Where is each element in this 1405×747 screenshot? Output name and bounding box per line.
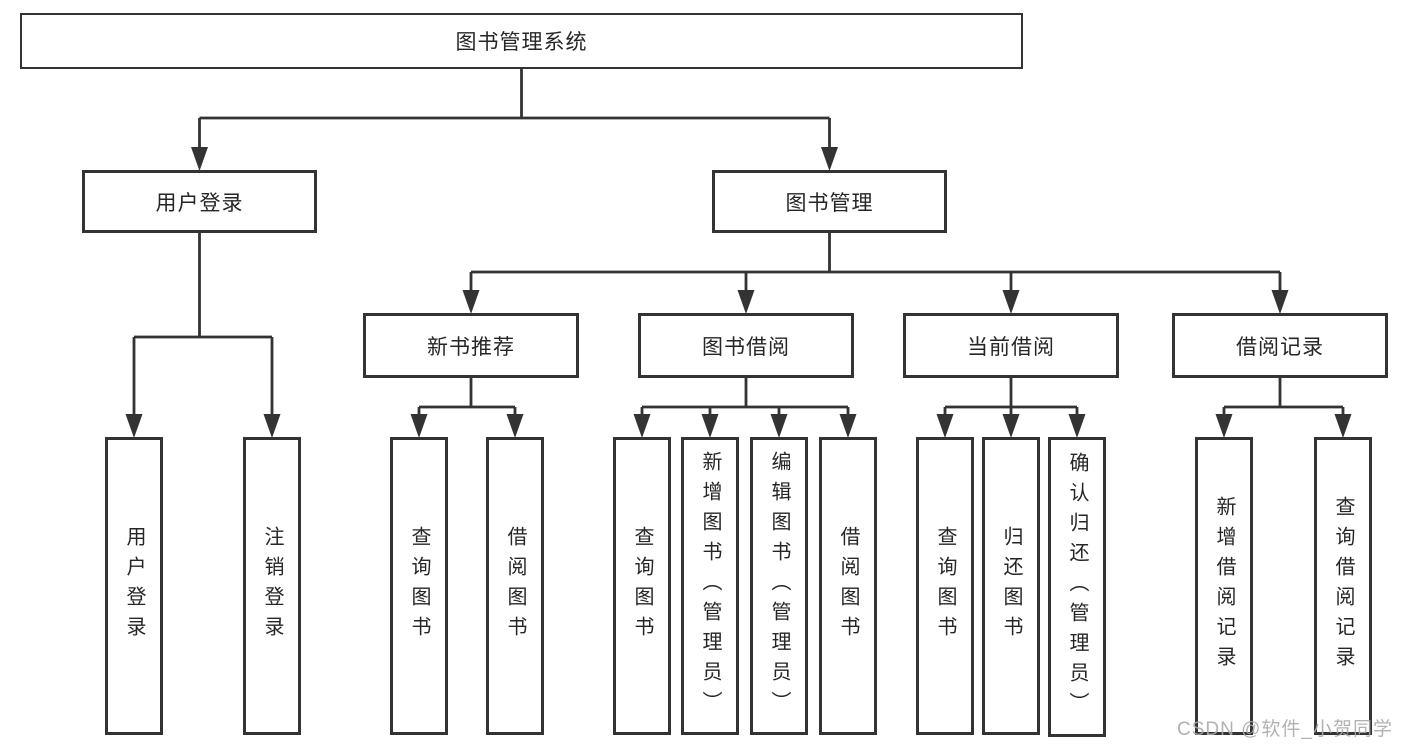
node-label: 归还图书 [1000, 526, 1022, 646]
arrowhead-down-icon [770, 414, 788, 438]
node-label: 用户登录 [123, 526, 145, 646]
arrowhead-down-icon [462, 290, 480, 314]
leaf-return-book: 归还图书 [982, 437, 1040, 735]
node-label: 用户登录 [155, 191, 244, 215]
arrowhead-down-icon [1334, 414, 1352, 438]
arrowhead-down-icon [821, 147, 838, 171]
arrowhead-down-icon [936, 414, 954, 438]
node-label: 图书管理 [785, 191, 874, 215]
watermark: CSDN @软件_小贺同学 [1177, 719, 1393, 740]
node-label: 编辑图书（管理员） [768, 451, 790, 721]
arrowhead-down-icon [839, 414, 857, 438]
arrowhead-down-icon [1271, 290, 1289, 314]
node-label: 查询图书 [408, 526, 430, 646]
node-current-borrowing: 当前借阅 [903, 313, 1119, 378]
leaf-edit-book-admin: 编辑图书（管理员） [750, 437, 808, 735]
node-borrowing-records: 借阅记录 [1172, 313, 1388, 378]
leaf-confirm-return-admin: 确认归还（管理员） [1048, 437, 1106, 737]
node-label: 注销登录 [261, 526, 283, 646]
arrowhead-down-icon [1002, 290, 1020, 314]
node-label: 查询图书 [631, 526, 653, 646]
leaf-query-borrow-record: 查询借阅记录 [1314, 437, 1372, 735]
node-label: 查询图书 [934, 526, 956, 646]
arrowhead-down-icon [1068, 414, 1086, 438]
node-label: 借阅记录 [1236, 335, 1324, 359]
node-label: 图书管理系统 [455, 31, 588, 54]
connector-path [132, 69, 1345, 420]
leaf-add-book-admin: 新增图书（管理员） [681, 437, 739, 735]
node-label: 当前借阅 [967, 335, 1055, 359]
leaf-logout-login: 注销登录 [243, 437, 301, 735]
node-label: 新书推荐 [427, 335, 515, 359]
node-book-management: 图书管理 [712, 170, 947, 233]
arrowhead-down-icon [506, 414, 524, 438]
node-new-book-recommendation: 新书推荐 [363, 313, 579, 378]
arrowhead-down-icon [125, 414, 143, 438]
node-library-management-system: 图书管理系统 [20, 13, 1023, 69]
arrowhead-down-icon [701, 414, 719, 438]
node-user-login: 用户登录 [82, 170, 317, 233]
leaf-user-login: 用户登录 [105, 437, 163, 735]
node-label: 确认归还（管理员） [1066, 452, 1088, 722]
node-book-borrowing: 图书借阅 [638, 313, 854, 378]
node-label: 新增图书（管理员） [699, 451, 721, 721]
node-label: 图书借阅 [702, 335, 790, 359]
arrowhead-down-icon [633, 414, 651, 438]
arrowhead-down-icon [191, 147, 208, 171]
leaf-borrow-books-1: 借阅图书 [486, 437, 544, 735]
node-label: 借阅图书 [837, 526, 859, 646]
leaf-add-borrow-record: 新增借阅记录 [1195, 437, 1253, 735]
node-label: 查询借阅记录 [1332, 496, 1354, 676]
leaf-query-books-3: 查询图书 [916, 437, 974, 735]
leaf-query-books-1: 查询图书 [390, 437, 448, 735]
arrowhead-down-icon [263, 414, 281, 438]
leaf-query-books-2: 查询图书 [613, 437, 671, 735]
arrowhead-down-icon [737, 290, 755, 314]
arrowhead-down-icon [410, 414, 428, 438]
arrowhead-down-icon [1002, 414, 1020, 438]
node-label: 借阅图书 [504, 526, 526, 646]
arrowhead-down-icon [1215, 414, 1233, 438]
leaf-borrow-books-2: 借阅图书 [819, 437, 877, 735]
node-label: 新增借阅记录 [1213, 496, 1235, 676]
